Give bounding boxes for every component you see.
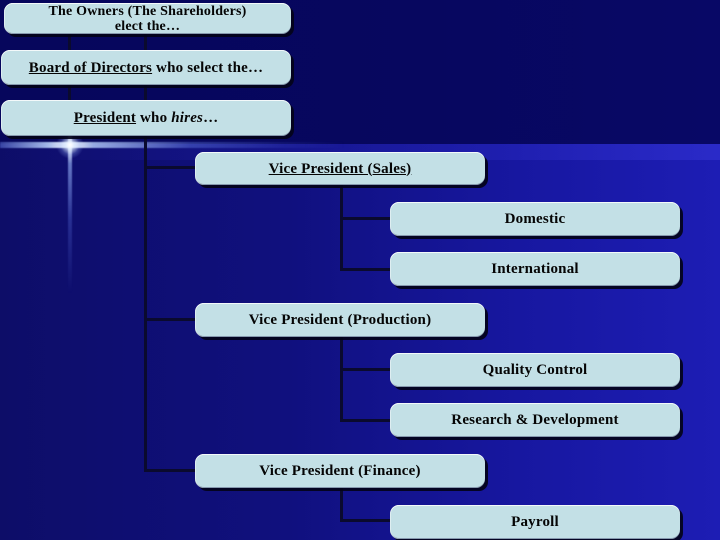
connector-branch-domestic: [340, 217, 391, 220]
connector-vertical-main-trunk: [144, 33, 147, 472]
org-box-president-italic: hires: [171, 110, 204, 126]
lens-flare-vertical-ray: [68, 108, 72, 293]
connector-branch-vp-sales: [144, 166, 196, 169]
org-box-payroll: Payroll: [390, 505, 680, 539]
org-box-owners: The Owners (The Shareholders) elect the…: [4, 3, 291, 34]
org-box-international-text: International: [491, 261, 579, 277]
org-box-owners-line2: elect the…: [114, 18, 181, 34]
org-box-quality-control: Quality Control: [390, 353, 680, 387]
connector-branch-rnd: [340, 419, 391, 422]
org-box-quality-control-text: Quality Control: [482, 362, 588, 378]
org-box-president-text: President who hires…: [74, 110, 219, 126]
org-box-board-underlined: Board of Directors: [28, 59, 153, 76]
org-box-board-rest: who select the…: [152, 59, 264, 76]
org-box-board-of-directors: Board of Directors who select the…: [1, 50, 291, 85]
org-box-payroll-text: Payroll: [511, 514, 559, 530]
connector-branch-quality-control: [340, 368, 391, 371]
connector-vertical-production-subtree: [340, 336, 343, 422]
connector-branch-international: [340, 268, 391, 271]
org-box-owners-line1: The Owners (The Shareholders): [48, 3, 247, 19]
org-box-vp-finance: Vice President (Finance): [195, 454, 485, 488]
org-box-domestic-text: Domestic: [504, 211, 566, 227]
lens-flare-horizontal-ray: [0, 142, 345, 148]
org-box-domestic: Domestic: [390, 202, 680, 236]
org-box-research-development: Research & Development: [390, 403, 680, 437]
org-box-vp-production: Vice President (Production): [195, 303, 485, 337]
connector-vertical-finance-subtree: [340, 487, 343, 522]
org-box-board-text: Board of Directors who select the…: [29, 60, 263, 76]
connector-vertical-sales-subtree: [340, 184, 343, 271]
org-box-vp-sales: Vice President (Sales): [195, 152, 485, 185]
org-box-president-underlined: President: [73, 110, 137, 126]
org-box-international: International: [390, 252, 680, 286]
connector-branch-payroll: [340, 519, 391, 522]
connector-branch-vp-production: [144, 318, 196, 321]
org-box-vp-finance-text: Vice President (Finance): [259, 463, 421, 479]
org-box-vp-production-text: Vice President (Production): [248, 312, 432, 328]
org-box-president-mid: who: [136, 110, 172, 126]
org-box-president-suffix: …: [203, 110, 219, 126]
connector-branch-vp-finance: [144, 469, 196, 472]
org-box-vp-sales-text: Vice President (Sales): [268, 160, 412, 177]
org-box-president: President who hires…: [1, 100, 291, 136]
org-box-research-development-text: Research & Development: [451, 412, 619, 428]
